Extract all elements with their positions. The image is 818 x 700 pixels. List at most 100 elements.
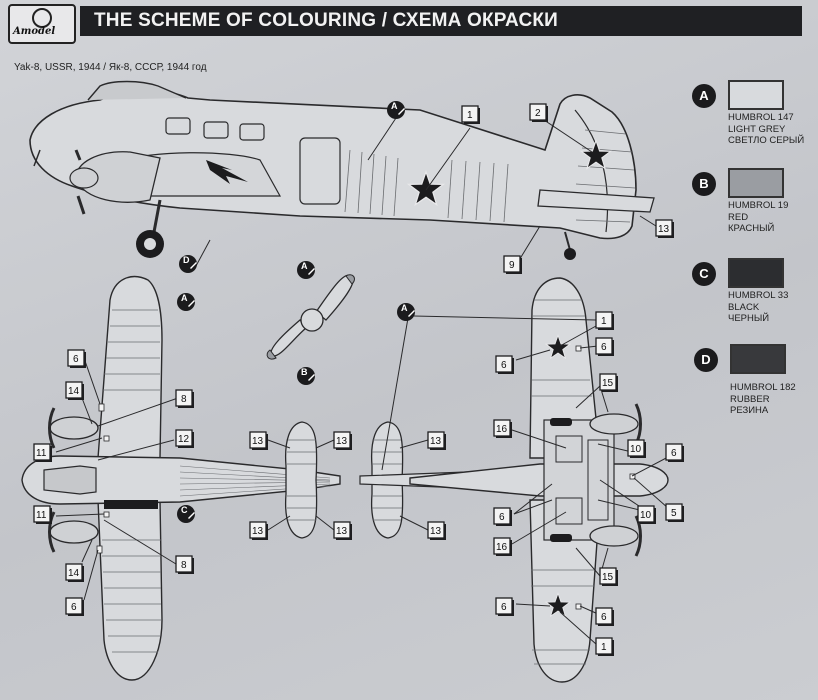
swatch-red [728,168,784,198]
svg-text:A: A [181,293,188,303]
logo-text: Amodel [13,26,56,37]
callout-top-14a: 14 [65,381,85,401]
svg-text:14: 14 [68,568,80,579]
top-lower-wing [97,499,163,681]
prop-paint-a-icon: A [297,261,315,279]
top-black-walkway [104,500,158,509]
callout-side-1: 1 [461,105,481,125]
callout-tail-13e: 13 [427,431,447,451]
prop-paint-b-icon: B [297,367,315,385]
bottom-view [409,277,669,683]
svg-text:13: 13 [252,526,264,537]
prop-tip-lower [266,349,277,360]
svg-text:6: 6 [501,602,507,613]
svg-text:10: 10 [630,444,642,455]
top-upper-prop [48,407,56,449]
amodel-logo: Amodel [8,4,76,44]
svg-text:A: A [391,101,398,111]
svg-text:C: C [181,505,188,515]
side-prop-blade [74,149,86,215]
callout-bottom-16a: 16 [493,419,513,439]
callout-top-12: 12 [175,429,195,449]
side-wheel-hub [144,238,156,250]
callout-bottom-1a: 1 [595,311,615,331]
legend-a-name: LIGHT GREY [728,123,786,135]
bottom-centre-section [543,419,615,541]
svg-text:15: 15 [602,378,614,389]
swatch-light-grey [728,80,784,110]
svg-text:6: 6 [671,448,677,459]
callout-tail-13f: 13 [427,521,447,541]
bottom-lower-nacelle [589,525,639,547]
svg-text:6: 6 [601,612,607,623]
side-main-strut [152,199,162,233]
logo-emblem-icon [32,8,52,28]
bottom-wing-ribs [531,299,596,665]
side-paint-d-icon: D [179,255,197,273]
svg-text:8: 8 [181,560,187,571]
svg-text:2: 2 [535,108,541,119]
svg-text:11: 11 [36,448,47,459]
svg-text:12: 12 [178,434,190,445]
callout-top-14b: 14 [65,563,85,583]
callout-top-11a: 11 [33,443,53,463]
legend-d-code: HUMBROL 182 [730,382,796,393]
top-paint-a-icon: A [177,293,195,311]
callout-top-8a: 8 [175,389,195,409]
bottom-lower-intake [550,534,572,542]
swatch-rubber [730,344,786,374]
svg-text:11: 11 [36,510,47,521]
side-windows [165,117,341,205]
bottom-lower-wing [529,499,601,683]
tail-top-ribs [287,439,316,521]
legend-d-name-ru: РЕЗИНА [730,405,769,416]
svg-text:6: 6 [73,354,79,365]
callout-bottom-15a: 15 [599,373,619,393]
callout-bottom-6d: 6 [493,507,513,527]
svg-text:A: A [401,303,408,313]
bottom-lower-prop [634,515,642,557]
svg-text:16: 16 [496,542,508,553]
prop-blade-upper [315,274,354,321]
side-paint-a-icon: A [387,101,405,119]
callout-bottom-6f: 6 [595,607,615,627]
svg-text:6: 6 [499,512,505,523]
svg-text:13: 13 [336,436,348,447]
callout-bottom-6e: 6 [495,597,515,617]
tail-top [284,421,318,539]
svg-text:D: D [183,255,190,265]
aircraft-subtitle: Yak-8, USSR, 1944 / Як-8, СССР, 1944 год [14,62,207,73]
callout-side-13: 13 [655,219,675,239]
svg-text:9: 9 [509,260,515,271]
paint-key-b-icon: B [692,172,716,196]
callouts: 1 2 9 13 6 14 11 8 12 11 14 6 8 13 13 13… [33,103,685,657]
callout-bottom-6b: 6 [595,337,615,357]
svg-text:5: 5 [671,508,677,519]
svg-text:1: 1 [601,316,607,327]
side-pitot [33,149,41,167]
legend-b-name-ru: КРАСНЫЙ [728,223,775,234]
page-title: THE SCHEME OF COLOURING / СХЕМА ОКРАСКИ [94,10,559,31]
legend-a-name-ru: СВЕТЛО СЕРЫЙ [728,135,805,146]
prop-tip-upper [345,274,355,285]
svg-text:6: 6 [501,360,507,371]
side-panel-lines [344,149,509,223]
legend-a-label: HUMBROL 147 LIGHT GREY СВЕТЛО СЕРЫЙ [728,112,818,147]
callout-bottom-6c: 6 [665,443,685,463]
legend-b-name: RED [728,211,749,223]
top-lower-nacelle [49,520,99,544]
bottom-upper-intake [550,418,572,426]
side-canopy [87,80,187,101]
top-upper-wing [97,275,163,459]
prop-blade-lower [270,319,307,357]
propeller-detail [266,274,355,360]
callout-bottom-10b: 10 [637,505,657,525]
legend-c-name-ru: ЧЕРНЫЙ [728,313,770,324]
svg-text:6: 6 [71,602,77,613]
side-exhaust-flash [206,160,248,184]
legend-b-code: HUMBROL 19 [728,200,789,211]
callout-bottom-5: 5 [665,503,685,523]
svg-text:1: 1 [601,642,607,653]
side-spinner [69,167,99,189]
side-tailplane [537,189,655,213]
